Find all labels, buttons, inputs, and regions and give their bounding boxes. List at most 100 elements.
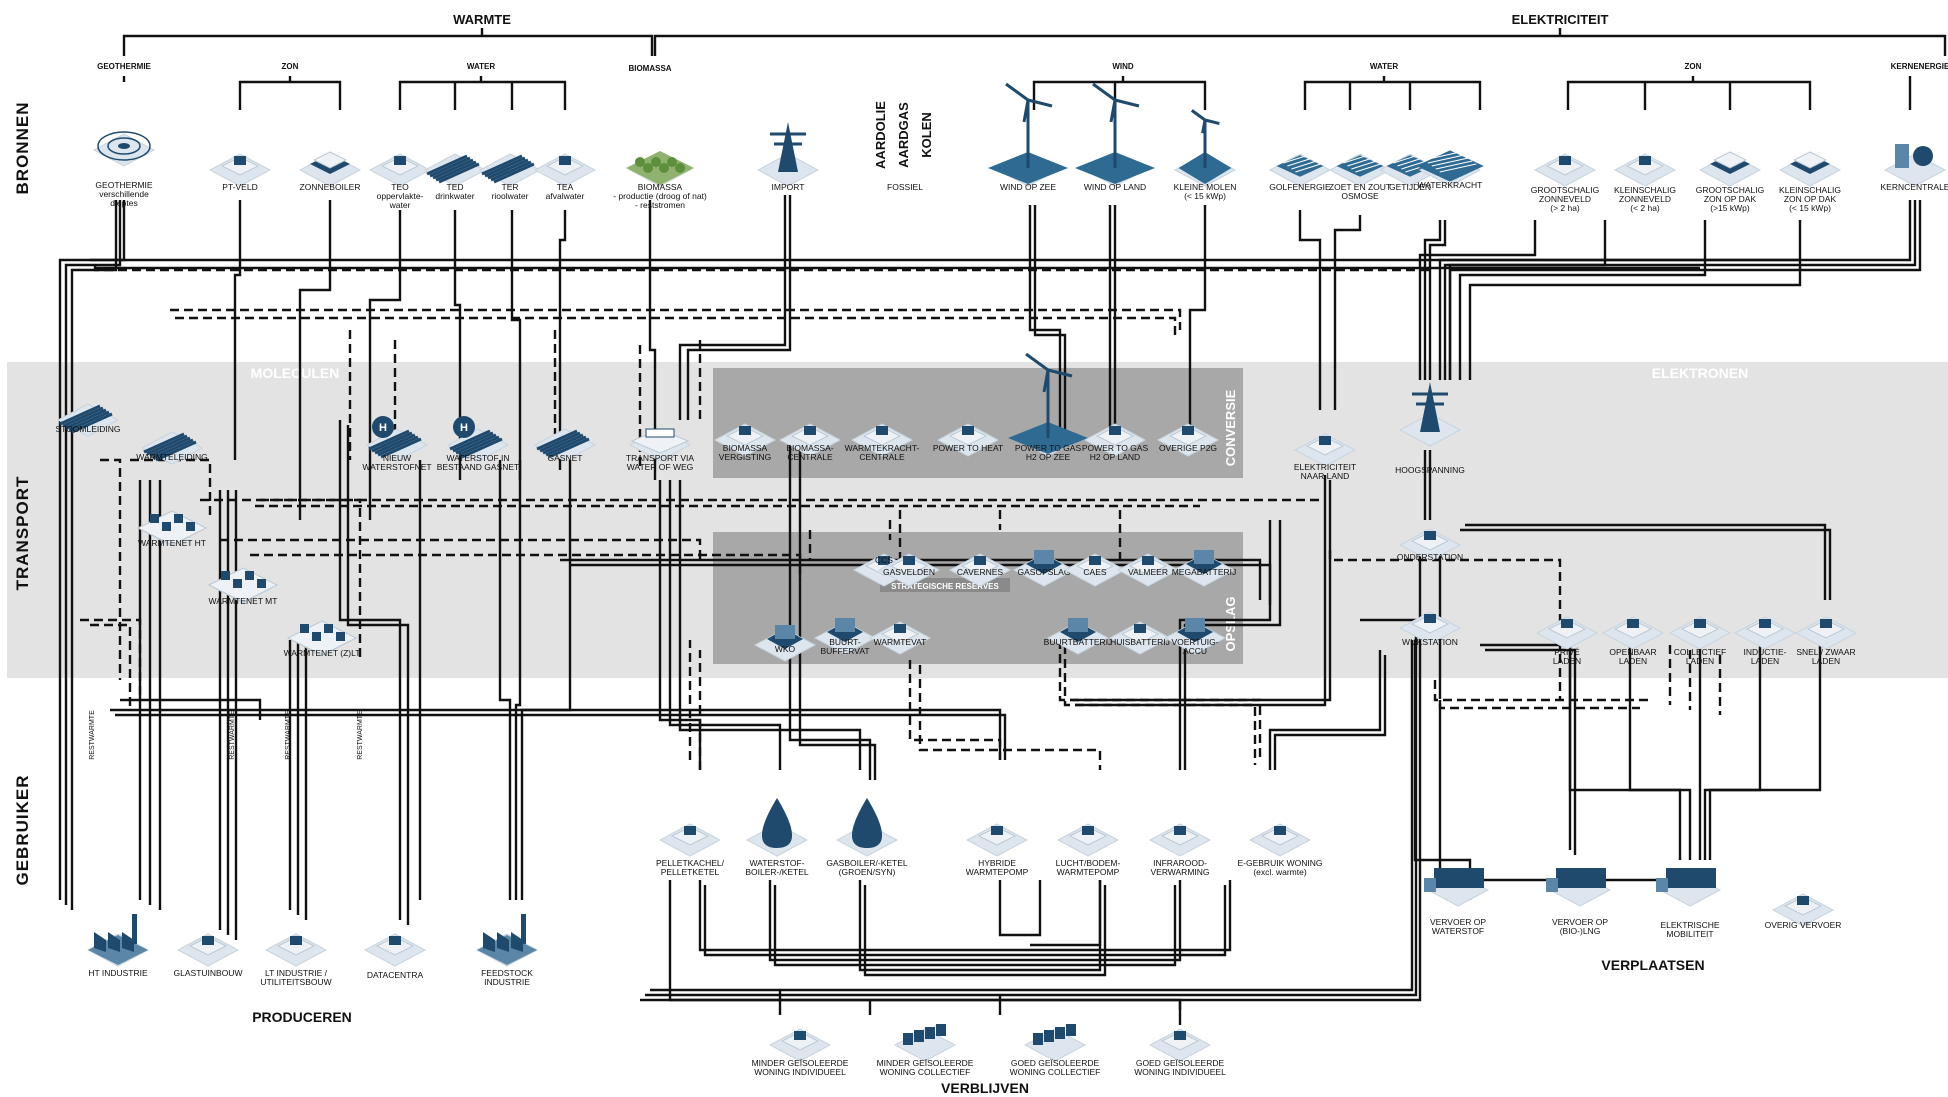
node-label-prive: PRIVÉLADEN [1553, 647, 1581, 666]
node-label-fossiel: FOSSIEL [887, 182, 923, 192]
svg-text:POWER TO HEAT: POWER TO HEAT [933, 443, 1003, 453]
node-label-waterstofboiler: WATERSTOF-BOILER-/KETEL [745, 858, 809, 877]
node-label-zonneboiler: ZONNEBOILER [300, 182, 361, 192]
nuclear-plant-icon [1885, 144, 1945, 186]
svg-text:LADEN: LADEN [1686, 656, 1714, 666]
svg-text:WARMTEPOMP: WARMTEPOMP [1057, 867, 1120, 877]
svg-text:LADEN: LADEN [1619, 656, 1647, 666]
svg-text:GLASTUINBOUW: GLASTUINBOUW [174, 968, 243, 978]
node-label-warmtenet-ht: WARMTENET HT [138, 538, 206, 548]
node-vervoer-h2: VERVOER OPWATERSTOF [1424, 868, 1488, 936]
row-houses-icon [1025, 1024, 1085, 1061]
node-label-overig: OVERIG VERVOER [1765, 920, 1842, 930]
node-label-datacentra: DATACENTRA [367, 970, 424, 980]
svg-text:WARMTENET HT: WARMTENET HT [138, 538, 206, 548]
node-label-e-gebruik: E-GEBRUIK WONING(excl. warmte) [1237, 858, 1322, 877]
node-label-valmeer: VALMEER [1128, 567, 1168, 577]
node-overig: OVERIG VERVOER [1765, 894, 1842, 930]
node-label-stoomleiding: STOOMLEIDING [55, 424, 120, 434]
node-pt-veld: PT-VELD [210, 154, 270, 192]
svg-text:MOBILITEIT: MOBILITEIT [1666, 929, 1713, 939]
svg-text:dieptes: dieptes [110, 198, 137, 208]
svg-text:WONING COLLECTIEF: WONING COLLECTIEF [880, 1067, 971, 1077]
svg-text:WIJKSTATION: WIJKSTATION [1402, 637, 1458, 647]
fossil-title: AARDOLIE AARDGAS KOLEN [873, 101, 934, 169]
svg-text:ONDERSTATION: ONDERSTATION [1397, 552, 1463, 562]
node-import: IMPORT [758, 122, 818, 192]
large-solar-field-icon [1535, 154, 1595, 186]
node-label-waterstof-gasnet: WATERSTOF INBESTAAND GASNET [437, 453, 520, 472]
node-label-warmtenet-mt: WARMTENET MT [209, 596, 278, 606]
svg-text:DATACENTRA: DATACENTRA [367, 970, 424, 980]
house-icon [770, 1029, 830, 1061]
node-label-biomassa-centrale: BIOMASSA-CENTRALE [786, 443, 833, 462]
side-label-gebruiker: GEBRUIKER [13, 774, 32, 885]
svg-text:(< 15 kWp): (< 15 kWp) [1184, 191, 1226, 201]
svg-text:(excl. warmte): (excl. warmte) [1253, 867, 1307, 877]
svg-text:GOLFENERGIE: GOLFENERGIE [1269, 182, 1331, 192]
house-icon [1150, 1029, 1210, 1061]
infrared-heater-icon [1150, 824, 1210, 856]
svg-text:PT-VELD: PT-VELD [222, 182, 257, 192]
svg-text:RESTWARMTE: RESTWARMTE [285, 710, 292, 760]
node-label-gs-zonneveld: GROOTSCHALIGZONNEVELD(> 2 ha) [1531, 185, 1599, 213]
svg-text:GASOPSLAG: GASOPSLAG [1018, 567, 1071, 577]
restwarmte-labels: RESTWARMTE RESTWARMTE RESTWARMTE RESTWAR… [89, 710, 364, 760]
svg-text:WARMTEVAT: WARMTEVAT [874, 637, 927, 647]
svg-text:KERNCENTRALE: KERNCENTRALE [1881, 182, 1948, 192]
svg-text:VERWARMING: VERWARMING [1150, 867, 1209, 877]
node-label-wko: WKO [775, 644, 796, 654]
small-solar-field-icon [1615, 154, 1675, 186]
svg-text:WATERSTOF: WATERSTOF [1432, 926, 1484, 936]
svg-text:PELLETKETEL: PELLETKETEL [661, 867, 720, 877]
node-lucht-bodem-wp: LUCHT/BODEM-WARMTEPOMP [1056, 824, 1121, 877]
node-label-lt-industrie: LT INDUSTRIE /UTILITEITSBOUW [260, 968, 331, 987]
svg-text:HT INDUSTRIE: HT INDUSTRIE [88, 968, 148, 978]
node-label-tea: TEAafvalwater [546, 182, 585, 201]
node-label-pelletkachel: PELLETKACHEL/PELLETKETEL [656, 858, 725, 877]
node-gasboiler: GASBOILER/-KETEL(GROEN/SYN) [826, 798, 908, 877]
node-golfenergie: GOLFENERGIE [1269, 152, 1331, 192]
node-wind-op-land: WIND OP LAND [1075, 84, 1155, 192]
svg-text:WONING INDIVIDUEEL: WONING INDIVIDUEEL [754, 1067, 846, 1077]
header-water-elektriciteit: WATER [1370, 62, 1399, 71]
svg-text:KOLEN: KOLEN [919, 112, 934, 158]
group-label-verblijven: VERBLIJVEN [941, 1080, 1029, 1096]
header-zon-elektriciteit: ZON [1685, 62, 1702, 71]
node-label-gasopslag: GASOPSLAG [1018, 567, 1071, 577]
node-label-biomassa: BIOMASSA- productie (droog of nat)- rest… [613, 182, 707, 210]
svg-text:LADEN: LADEN [1812, 656, 1840, 666]
group-label-produceren: PRODUCEREN [252, 1009, 352, 1025]
svg-text:- reststromen: - reststromen [635, 200, 685, 210]
node-biomassa: BIOMASSA- productie (droog of nat)- rest… [613, 151, 707, 210]
node-waterstofboiler: WATERSTOF-BOILER-/KETEL [745, 798, 809, 877]
svg-text:LADEN: LADEN [1751, 656, 1779, 666]
node-zoet-zout: ZOET EN ZOUTOSMOSE [1329, 152, 1391, 201]
node-label-overige-p2g: OVERIGE P2G [1159, 443, 1217, 453]
pellet-stove-icon [660, 824, 720, 856]
svg-text:RESTWARMTE: RESTWARMTE [229, 710, 236, 760]
node-minder-ind: MINDER GEÏSOLEERDEWONING INDIVIDUEEL [752, 1029, 849, 1077]
node-kleine-molen: KLEINE MOLEN(< 15 kWp) [1174, 110, 1237, 201]
pylon-ship-icon [758, 122, 818, 186]
svg-text:CAES: CAES [1083, 567, 1106, 577]
node-label-ks-zonneveld: KLEINSCHALIGZONNEVELD(< 2 ha) [1614, 185, 1676, 213]
svg-text:WATER OF WEG: WATER OF WEG [627, 462, 694, 472]
svg-text:WARMTELEIDING: WARMTELEIDING [136, 452, 207, 462]
node-label-p2g-land: POWER TO GASH2 OP LAND [1082, 443, 1149, 462]
svg-text:WKO: WKO [775, 644, 796, 654]
svg-text:AARDGAS: AARDGAS [896, 102, 911, 168]
header-water-warmte: WATER [467, 62, 496, 71]
svg-text:LADEN: LADEN [1553, 656, 1581, 666]
node-feedstock: FEEDSTOCKINDUSTRIE [477, 914, 537, 987]
svg-text:VALMEER: VALMEER [1128, 567, 1168, 577]
node-label-waterkracht: WATERKRACHT [1418, 180, 1483, 190]
node-infrarood: INFRAROOD-VERWARMING [1150, 824, 1210, 877]
electric-vehicle-icon [1656, 868, 1720, 906]
node-kerncentrale: KERNCENTRALE [1881, 144, 1948, 192]
svg-text:HUISBATTERIJ: HUISBATTERIJ [1110, 637, 1170, 647]
header-wind: WIND [1112, 62, 1134, 71]
